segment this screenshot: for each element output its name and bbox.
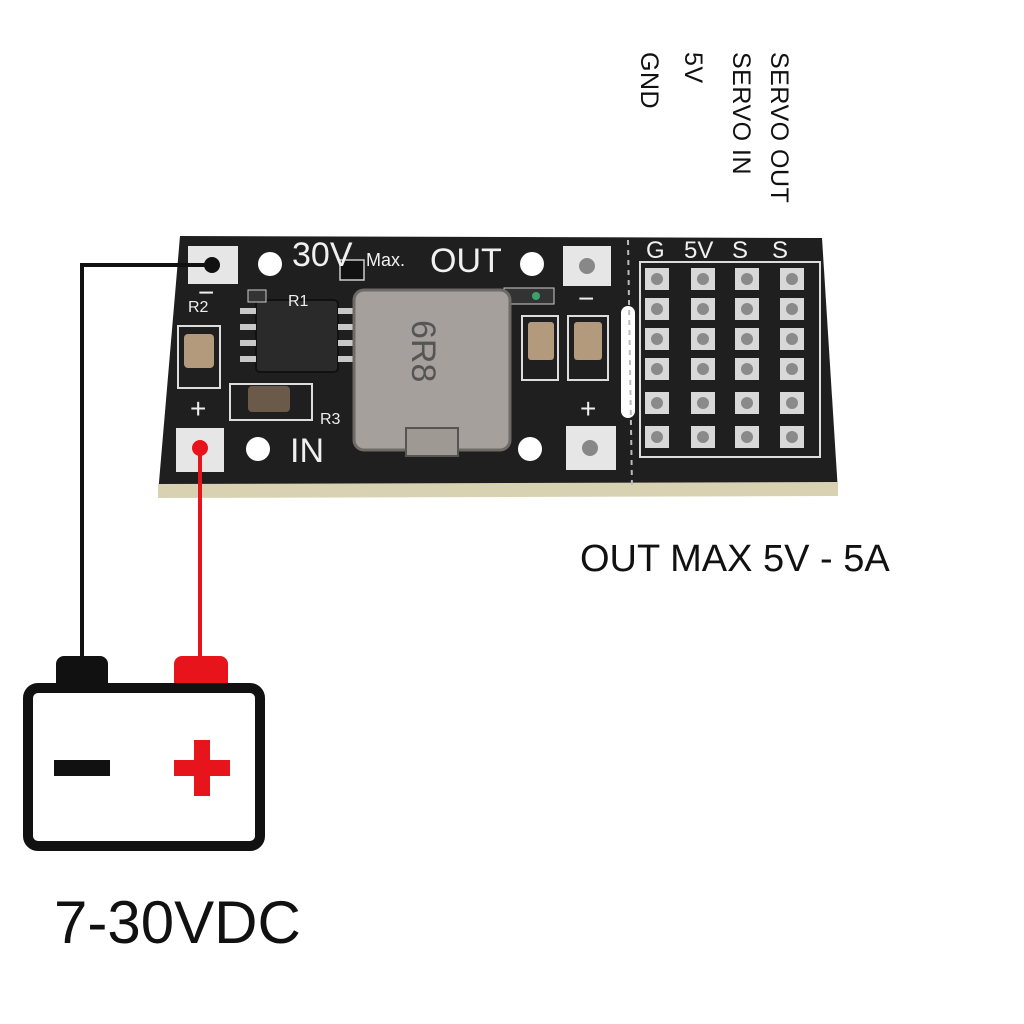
header-pin-hole (786, 363, 798, 375)
header-pin-hole (651, 363, 663, 375)
battery-voltage-label: 7-30VDC (54, 889, 301, 956)
max-voltage-label: 30V (292, 236, 353, 274)
ref-r2: R2 (188, 299, 209, 316)
header-pin-hole (786, 397, 798, 409)
header-pin-hole (697, 303, 709, 315)
label-gnd: GND (635, 52, 663, 110)
header-pin-hole (741, 273, 753, 285)
header-pin-hole (651, 303, 663, 315)
header-pin-hole (741, 303, 753, 315)
max-suffix-label: Max. (366, 250, 405, 270)
header-pin-hole (697, 273, 709, 285)
label-servo-in: SERVO IN (727, 52, 755, 176)
header-pin-hole (786, 431, 798, 443)
header-pin-hole (697, 333, 709, 345)
label-servo-out: SERVO OUT (765, 52, 793, 204)
ic-chip (255, 299, 339, 373)
positive-terminal-dot (192, 440, 208, 456)
header-pin-hole (697, 431, 709, 443)
header-pin-hole (786, 333, 798, 345)
battery-icon (23, 656, 265, 851)
out-label: OUT (430, 242, 502, 280)
header-pin-hole (741, 431, 753, 443)
out-plus-sign: + (580, 393, 596, 424)
label-5v: 5V (679, 52, 707, 84)
header-pin-hole (651, 273, 663, 285)
header-pin-hole (741, 397, 753, 409)
header-pin-hole (651, 333, 663, 345)
battery-minus-icon (54, 760, 110, 776)
header-label-s1: S (732, 237, 748, 264)
header-pin-hole (741, 333, 753, 345)
header-pin-hole (786, 303, 798, 315)
header-label-s2: S (772, 237, 788, 264)
out-minus-sign-right: − (578, 283, 594, 314)
header-label-g: G (646, 237, 665, 264)
pcb-board: 30V Max. OUT IN 6R8 R2 R1 R3 − − + + G 5… (158, 236, 838, 498)
battery-plus-icon-v (194, 740, 210, 796)
header-pin-hole (697, 397, 709, 409)
pin-header-grid (645, 268, 804, 448)
negative-terminal-dot (204, 257, 220, 273)
inductor-marking: 6R8 (404, 320, 442, 382)
header-pin-hole (741, 363, 753, 375)
in-plus-sign: + (190, 393, 206, 424)
ref-r1: R1 (288, 293, 309, 310)
ref-r3: R3 (320, 411, 341, 428)
output-spec-label: OUT MAX 5V - 5A (580, 538, 890, 580)
in-label: IN (290, 432, 324, 470)
header-pin-hole (697, 363, 709, 375)
header-pin-hole (786, 273, 798, 285)
negative-wire (80, 263, 212, 670)
header-label-5v: 5V (684, 237, 713, 264)
header-pin-hole (651, 397, 663, 409)
out-minus-sign: − (198, 277, 214, 308)
header-pin-hole (651, 431, 663, 443)
